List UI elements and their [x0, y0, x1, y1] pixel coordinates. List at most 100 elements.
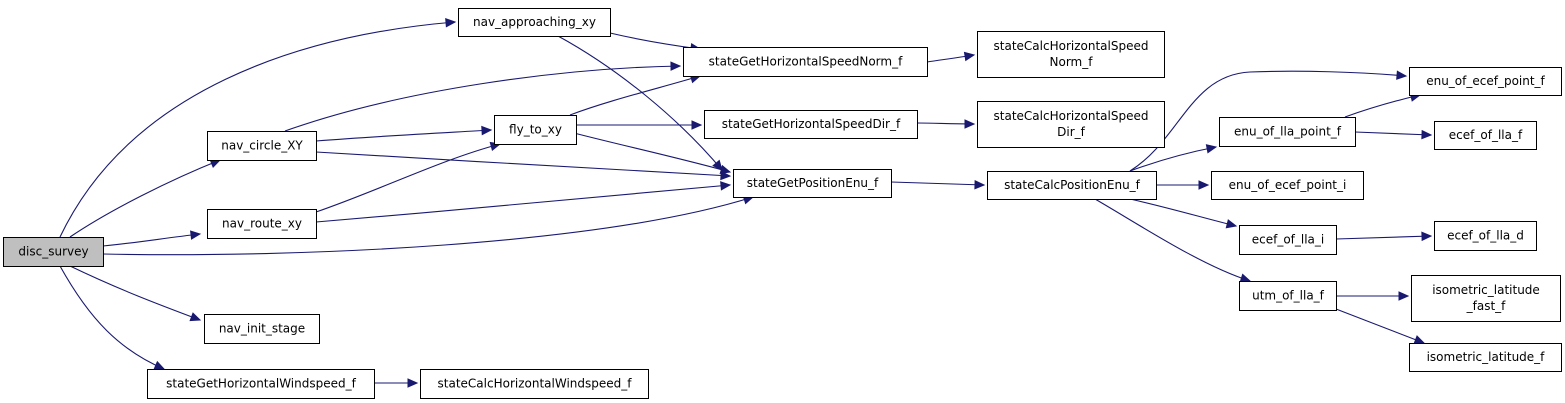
- edge-nav_approaching_xy-to-state_get_position_enu_f: [557, 35, 723, 171]
- edge-disc_survey-to-nav_circle_xy: [69, 159, 221, 238]
- node-label: fly_to_xy: [509, 123, 562, 137]
- node-label: stateGetPositionEnu_f: [747, 176, 879, 190]
- edge-nav_route_xy-to-fly_to_xy: [315, 143, 501, 213]
- node-box[interactable]: [1211, 171, 1364, 200]
- node-box[interactable]: [420, 369, 649, 399]
- arrowhead-icon: [1398, 291, 1410, 301]
- edge-nav_circle_xy-to-state_get_position_enu_f: [315, 151, 731, 177]
- arrowhead-icon: [1413, 335, 1426, 345]
- node-box[interactable]: [987, 171, 1157, 200]
- node-label: isometric_latitude_fast_f: [1432, 283, 1540, 313]
- function-nodes: disc_survey nav_approaching_xy nav_circle_…: [3, 8, 1562, 399]
- node-enu-of-ecef-point-i[interactable]: enu_of_ecef_point_i: [1211, 171, 1364, 200]
- arrowhead-icon: [670, 61, 682, 71]
- arrowhead-icon: [963, 51, 976, 62]
- node-enu-of-ecef-point-f[interactable]: enu_of_ecef_point_f: [1409, 67, 1562, 96]
- node-ecef-of-lla-f[interactable]: ecef_of_lla_f: [1434, 121, 1537, 150]
- arrowhead-icon: [1225, 219, 1238, 229]
- node-box[interactable]: [1409, 343, 1562, 372]
- arrowhead-icon: [720, 181, 732, 191]
- node-box[interactable]: [1409, 67, 1562, 96]
- arrowhead-icon: [1396, 70, 1408, 80]
- edge-disc_survey-to-nav_route_xy: [102, 233, 201, 247]
- node-label: enu_of_ecef_point_f: [1426, 74, 1545, 88]
- node-label: stateGetHorizontalSpeedDir_f: [722, 117, 901, 131]
- arrowhead-icon: [1421, 129, 1433, 140]
- node-ecef-of-lla-d[interactable]: ecef_of_lla_d: [1434, 221, 1537, 251]
- node-label: enu_of_lla_point_f: [1234, 125, 1342, 139]
- node-state-get-position-enu-f[interactable]: stateGetPositionEnu_f: [733, 169, 892, 198]
- node-utm-of-lla-f[interactable]: utm_of_lla_f: [1239, 281, 1337, 311]
- node-state-get-horizontal-speed-dir-f[interactable]: stateGetHorizontalSpeedDir_f: [704, 110, 918, 139]
- node-nav-approaching-xy[interactable]: nav_approaching_xy: [458, 8, 611, 37]
- edge-state_calc_position_enu_f-to-ecef_of_lla_i: [1129, 198, 1237, 227]
- node-isometric-latitude-f[interactable]: isometric_latitude_f: [1409, 343, 1562, 372]
- node-box[interactable]: [977, 101, 1165, 148]
- node-box[interactable]: [1434, 221, 1537, 251]
- node-label: stateGetHorizontalWindspeed_f: [166, 377, 356, 391]
- edge-disc_survey-to-nav_init_stage: [69, 265, 201, 321]
- node-box[interactable]: [733, 169, 892, 198]
- node-label: disc_survey: [18, 245, 88, 259]
- node-box[interactable]: [1219, 117, 1356, 147]
- node-ecef-of-lla-i[interactable]: ecef_of_lla_i: [1239, 225, 1337, 255]
- node-box[interactable]: [494, 115, 577, 145]
- node-fly-to-xy[interactable]: fly_to_xy: [494, 115, 577, 145]
- edge-enu_of_lla_point_f-to-ecef_of_lla_f: [1354, 131, 1432, 136]
- node-nav-init-stage[interactable]: nav_init_stage: [204, 314, 320, 344]
- node-box[interactable]: [704, 110, 918, 139]
- node-box[interactable]: [1239, 281, 1337, 311]
- node-state-calc-position-enu-f[interactable]: stateCalcPositionEnu_f: [987, 171, 1157, 200]
- node-box[interactable]: [1411, 275, 1561, 322]
- node-state-calc-horizontal-windspeed-f[interactable]: stateCalcHorizontalWindspeed_f: [420, 369, 649, 399]
- edge-disc_survey-to-nav_approaching_xy: [59, 21, 456, 238]
- node-box[interactable]: [204, 314, 320, 344]
- edge-nav_route_xy-to-state_get_position_enu_f: [315, 184, 731, 223]
- arrowhead-icon: [691, 120, 703, 130]
- node-label: ecef_of_lla_i: [1252, 233, 1325, 247]
- node-label: enu_of_ecef_point_i: [1229, 178, 1347, 192]
- arrowhead-icon: [407, 378, 419, 388]
- arrowhead-icon: [974, 179, 986, 190]
- edge-nav_circle_xy-to-fly_to_xy: [315, 129, 492, 142]
- edge-enu_of_lla_point_f-to-enu_of_ecef_point_f: [1344, 94, 1421, 118]
- arrowhead-icon: [964, 119, 976, 129]
- arrowhead-icon: [712, 159, 723, 171]
- edge-disc_survey-to-state_get_horizontal_windspeed_f: [59, 265, 165, 370]
- edge-utm_of_lla_f-to-isometric_latitude_f: [1335, 308, 1425, 344]
- node-box[interactable]: [207, 131, 317, 161]
- node-box[interactable]: [3, 237, 104, 267]
- node-box[interactable]: [458, 8, 611, 37]
- node-nav-circle-xy[interactable]: nav_circle_XY: [207, 131, 317, 161]
- node-nav-route-xy[interactable]: nav_route_xy: [207, 209, 317, 239]
- node-label: nav_route_xy: [222, 217, 302, 231]
- node-box[interactable]: [147, 369, 375, 399]
- node-state-get-horizontal-speed-norm-f[interactable]: stateGetHorizontalSpeedNorm_f: [683, 47, 928, 77]
- arrowhead-icon: [1205, 144, 1218, 154]
- arrowhead-icon: [153, 360, 166, 370]
- arrowhead-icon: [1198, 180, 1210, 190]
- arrowhead-icon: [189, 312, 202, 322]
- node-box[interactable]: [207, 209, 317, 239]
- edge-state_calc_position_enu_f-to-enu_of_ecef_point_f: [1129, 70, 1407, 172]
- node-label: stateCalcHorizontalWindspeed_f: [438, 377, 633, 391]
- arrowhead-icon: [481, 125, 493, 136]
- edge-fly_to_xy-to-state_get_horizontal_speed_norm_f: [569, 75, 701, 116]
- node-box[interactable]: [683, 47, 928, 77]
- edge-state_calc_position_enu_f-to-enu_of_lla_point_f: [1129, 146, 1217, 172]
- arrowhead-icon: [719, 164, 732, 175]
- node-label: nav_circle_XY: [221, 139, 303, 153]
- node-state-get-horizontal-windspeed-f[interactable]: stateGetHorizontalWindspeed_f: [147, 369, 375, 399]
- node-disc-survey[interactable]: disc_survey: [3, 237, 104, 267]
- node-box[interactable]: [1239, 225, 1337, 255]
- node-label: utm_of_lla_f: [1252, 289, 1325, 303]
- node-isometric-latitude-fast-f[interactable]: isometric_latitude_fast_f: [1411, 275, 1561, 322]
- node-box[interactable]: [1434, 121, 1537, 150]
- node-enu-of-lla-point-f[interactable]: enu_of_lla_point_f: [1219, 117, 1356, 147]
- edge-fly_to_xy-to-state_get_position_enu_f: [569, 131, 731, 173]
- node-box[interactable]: [977, 31, 1165, 78]
